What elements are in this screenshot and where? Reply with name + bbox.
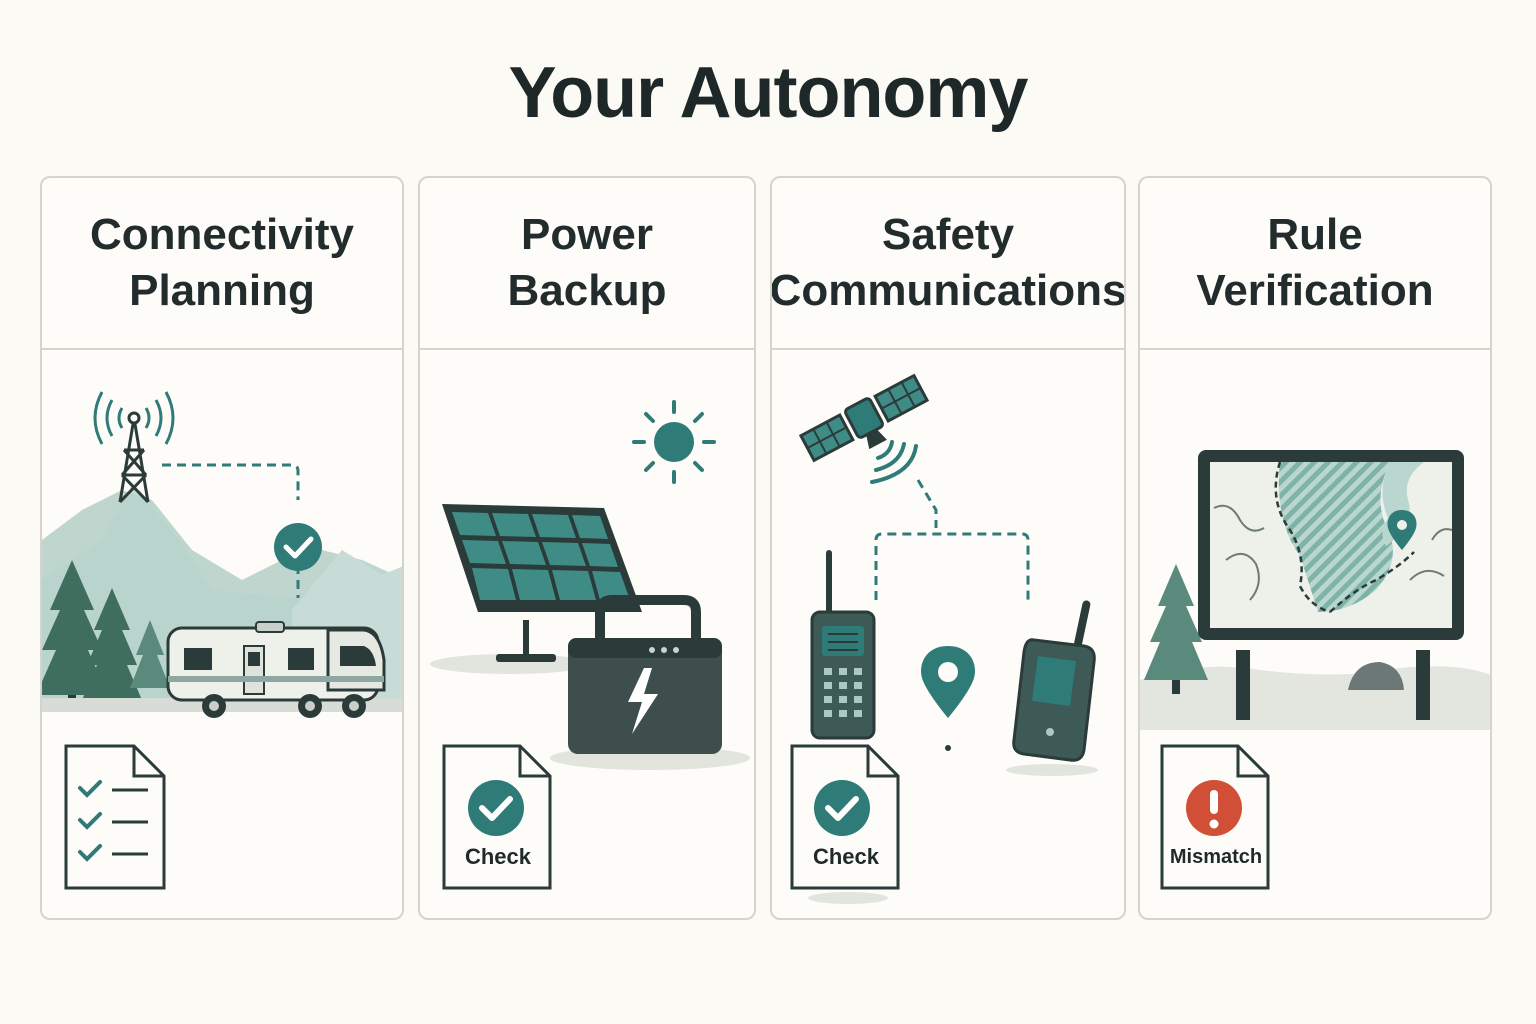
- card-heading: Power Backup: [420, 178, 754, 350]
- checklist-document-icon: [64, 744, 176, 892]
- communications-scene: [798, 373, 1098, 904]
- lightning-bolt-icon: [628, 668, 658, 734]
- card-title-line1: Safety: [881, 210, 1015, 259]
- card-safety-communications: Safety Communications: [770, 176, 1126, 920]
- rv-mountain-scene: [42, 391, 402, 718]
- card-title-line1: Rule: [1267, 210, 1363, 259]
- mismatch-label: Mismatch: [1169, 846, 1263, 868]
- pine-trees-icon: [42, 560, 170, 707]
- map-board-icon: [1198, 450, 1464, 720]
- card-title-line1: Connectivity: [89, 210, 355, 259]
- rv-camper-icon: [166, 621, 386, 718]
- card-title-line2: Backup: [507, 266, 667, 315]
- card-power-backup: Power Backup: [418, 176, 756, 920]
- location-pin-icon: [921, 646, 975, 751]
- map-sign-scene: [1140, 450, 1490, 730]
- mismatch-document-icon: Mismatch: [1160, 744, 1272, 892]
- card-heading: Connectivity Planning: [42, 178, 402, 350]
- card-title-line2: Communications: [770, 266, 1126, 315]
- two-way-radio-icon: [810, 550, 876, 740]
- card-heading: Rule Verification: [1140, 178, 1490, 350]
- satellite-phone-icon: [1012, 600, 1096, 762]
- check-label: Check: [464, 844, 532, 869]
- solar-power-scene: [430, 400, 750, 770]
- card-rule-verification: Rule Verification: [1138, 176, 1492, 920]
- pine-tree-icon: [1144, 564, 1208, 694]
- card-connectivity-planning: Connectivity Planning: [40, 176, 404, 920]
- cell-tower-icon: [118, 411, 150, 504]
- card-title-line1: Power: [520, 210, 654, 259]
- rock-icon: [1348, 662, 1404, 690]
- card-heading: Safety Communications: [772, 178, 1124, 350]
- signal-waves-icon: [870, 440, 918, 484]
- connection-dashed-line: [874, 479, 1030, 600]
- satellite-icon: [798, 373, 930, 463]
- page-title: Your Autonomy: [508, 53, 1029, 133]
- sun-icon: [632, 400, 716, 484]
- card-title-line2: Verification: [1196, 266, 1434, 315]
- check-circle-icon: [274, 523, 322, 571]
- signal-waves-icon: [93, 391, 175, 445]
- check-document-icon: Check: [442, 744, 554, 892]
- check-document-icon: Check: [790, 744, 902, 892]
- card-title-line2: Planning: [129, 266, 315, 315]
- power-station-battery-icon: [568, 595, 722, 754]
- map-pin-icon: [1387, 510, 1417, 550]
- check-label: Check: [812, 844, 880, 869]
- solar-panel-icon: [442, 504, 642, 662]
